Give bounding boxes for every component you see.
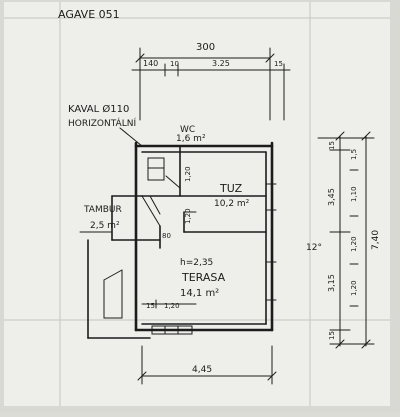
top-seg-2: 10 <box>170 60 179 68</box>
paper-sheet <box>4 2 390 406</box>
right-inner-part-4: 1,20 <box>350 280 358 296</box>
room-tuz: TUZ 10,2 m² <box>214 182 250 209</box>
room-tambur-area: 2,5 m² <box>90 221 120 231</box>
room-tuz-name: TUZ <box>219 182 243 195</box>
top-dimension: 300 140 10 3.25 15 <box>131 42 291 121</box>
right-dimensions: 7,40 15 3,45 3,15 15 1,5 1,10 1,20 1,20 … <box>306 131 381 349</box>
right-inner-part-2: 1,10 <box>350 186 358 202</box>
right-outer-part-4: 15 <box>328 331 336 340</box>
top-total-label: 300 <box>196 42 215 53</box>
room-terasa-height: h=2,35 <box>180 258 213 268</box>
room-tambur: TAMBUR 2,5 m² <box>83 205 122 231</box>
room-wc: WC 1,6 m² <box>176 125 206 144</box>
roof-angle-label: 12° <box>306 243 322 253</box>
dim-small: 15 <box>146 302 155 310</box>
room-tuz-area: 10,2 m² <box>214 199 250 209</box>
bottom-dimension: 4,45 <box>137 345 277 385</box>
room-terasa-area: 14,1 m² <box>180 288 219 299</box>
dim-tuz-door: 1,20 <box>184 208 192 224</box>
right-inner-part-1: 1,5 <box>350 149 358 160</box>
top-seg-3: 3.25 <box>212 59 230 68</box>
paper-grid <box>4 2 390 406</box>
room-tambur-name: TAMBUR <box>83 205 122 215</box>
building-walls <box>79 141 277 339</box>
room-terasa-name: TERASA <box>181 271 226 284</box>
right-outer-part-1: 15 <box>328 141 336 150</box>
room-wc-area: 1,6 m² <box>176 134 206 144</box>
top-seg-1: 140 <box>143 59 158 68</box>
dim-bottom: 1,20 <box>164 302 180 310</box>
dim-wc-height: 1,20 <box>184 166 192 182</box>
dim-stair: 80 <box>162 232 171 240</box>
note-kaval: KAVAL Ø110 <box>68 103 129 115</box>
header-note: AGAVE 051 <box>58 8 120 21</box>
room-terasa: h=2,35 TERASA 14,1 m² <box>180 258 226 299</box>
note-leader <box>119 127 143 147</box>
right-outer-total: 7,40 <box>371 230 381 250</box>
note-horizontalni: HORIZONTÁLNÍ <box>68 117 136 129</box>
right-outer-part-2: 3,45 <box>327 188 336 206</box>
room-wc-name: WC <box>180 125 195 135</box>
top-seg-4: 15 <box>274 60 283 68</box>
right-outer-part-3: 3,15 <box>327 274 336 292</box>
right-inner-part-3: 1,20 <box>350 236 358 252</box>
bottom-width-label: 4,45 <box>192 365 212 375</box>
